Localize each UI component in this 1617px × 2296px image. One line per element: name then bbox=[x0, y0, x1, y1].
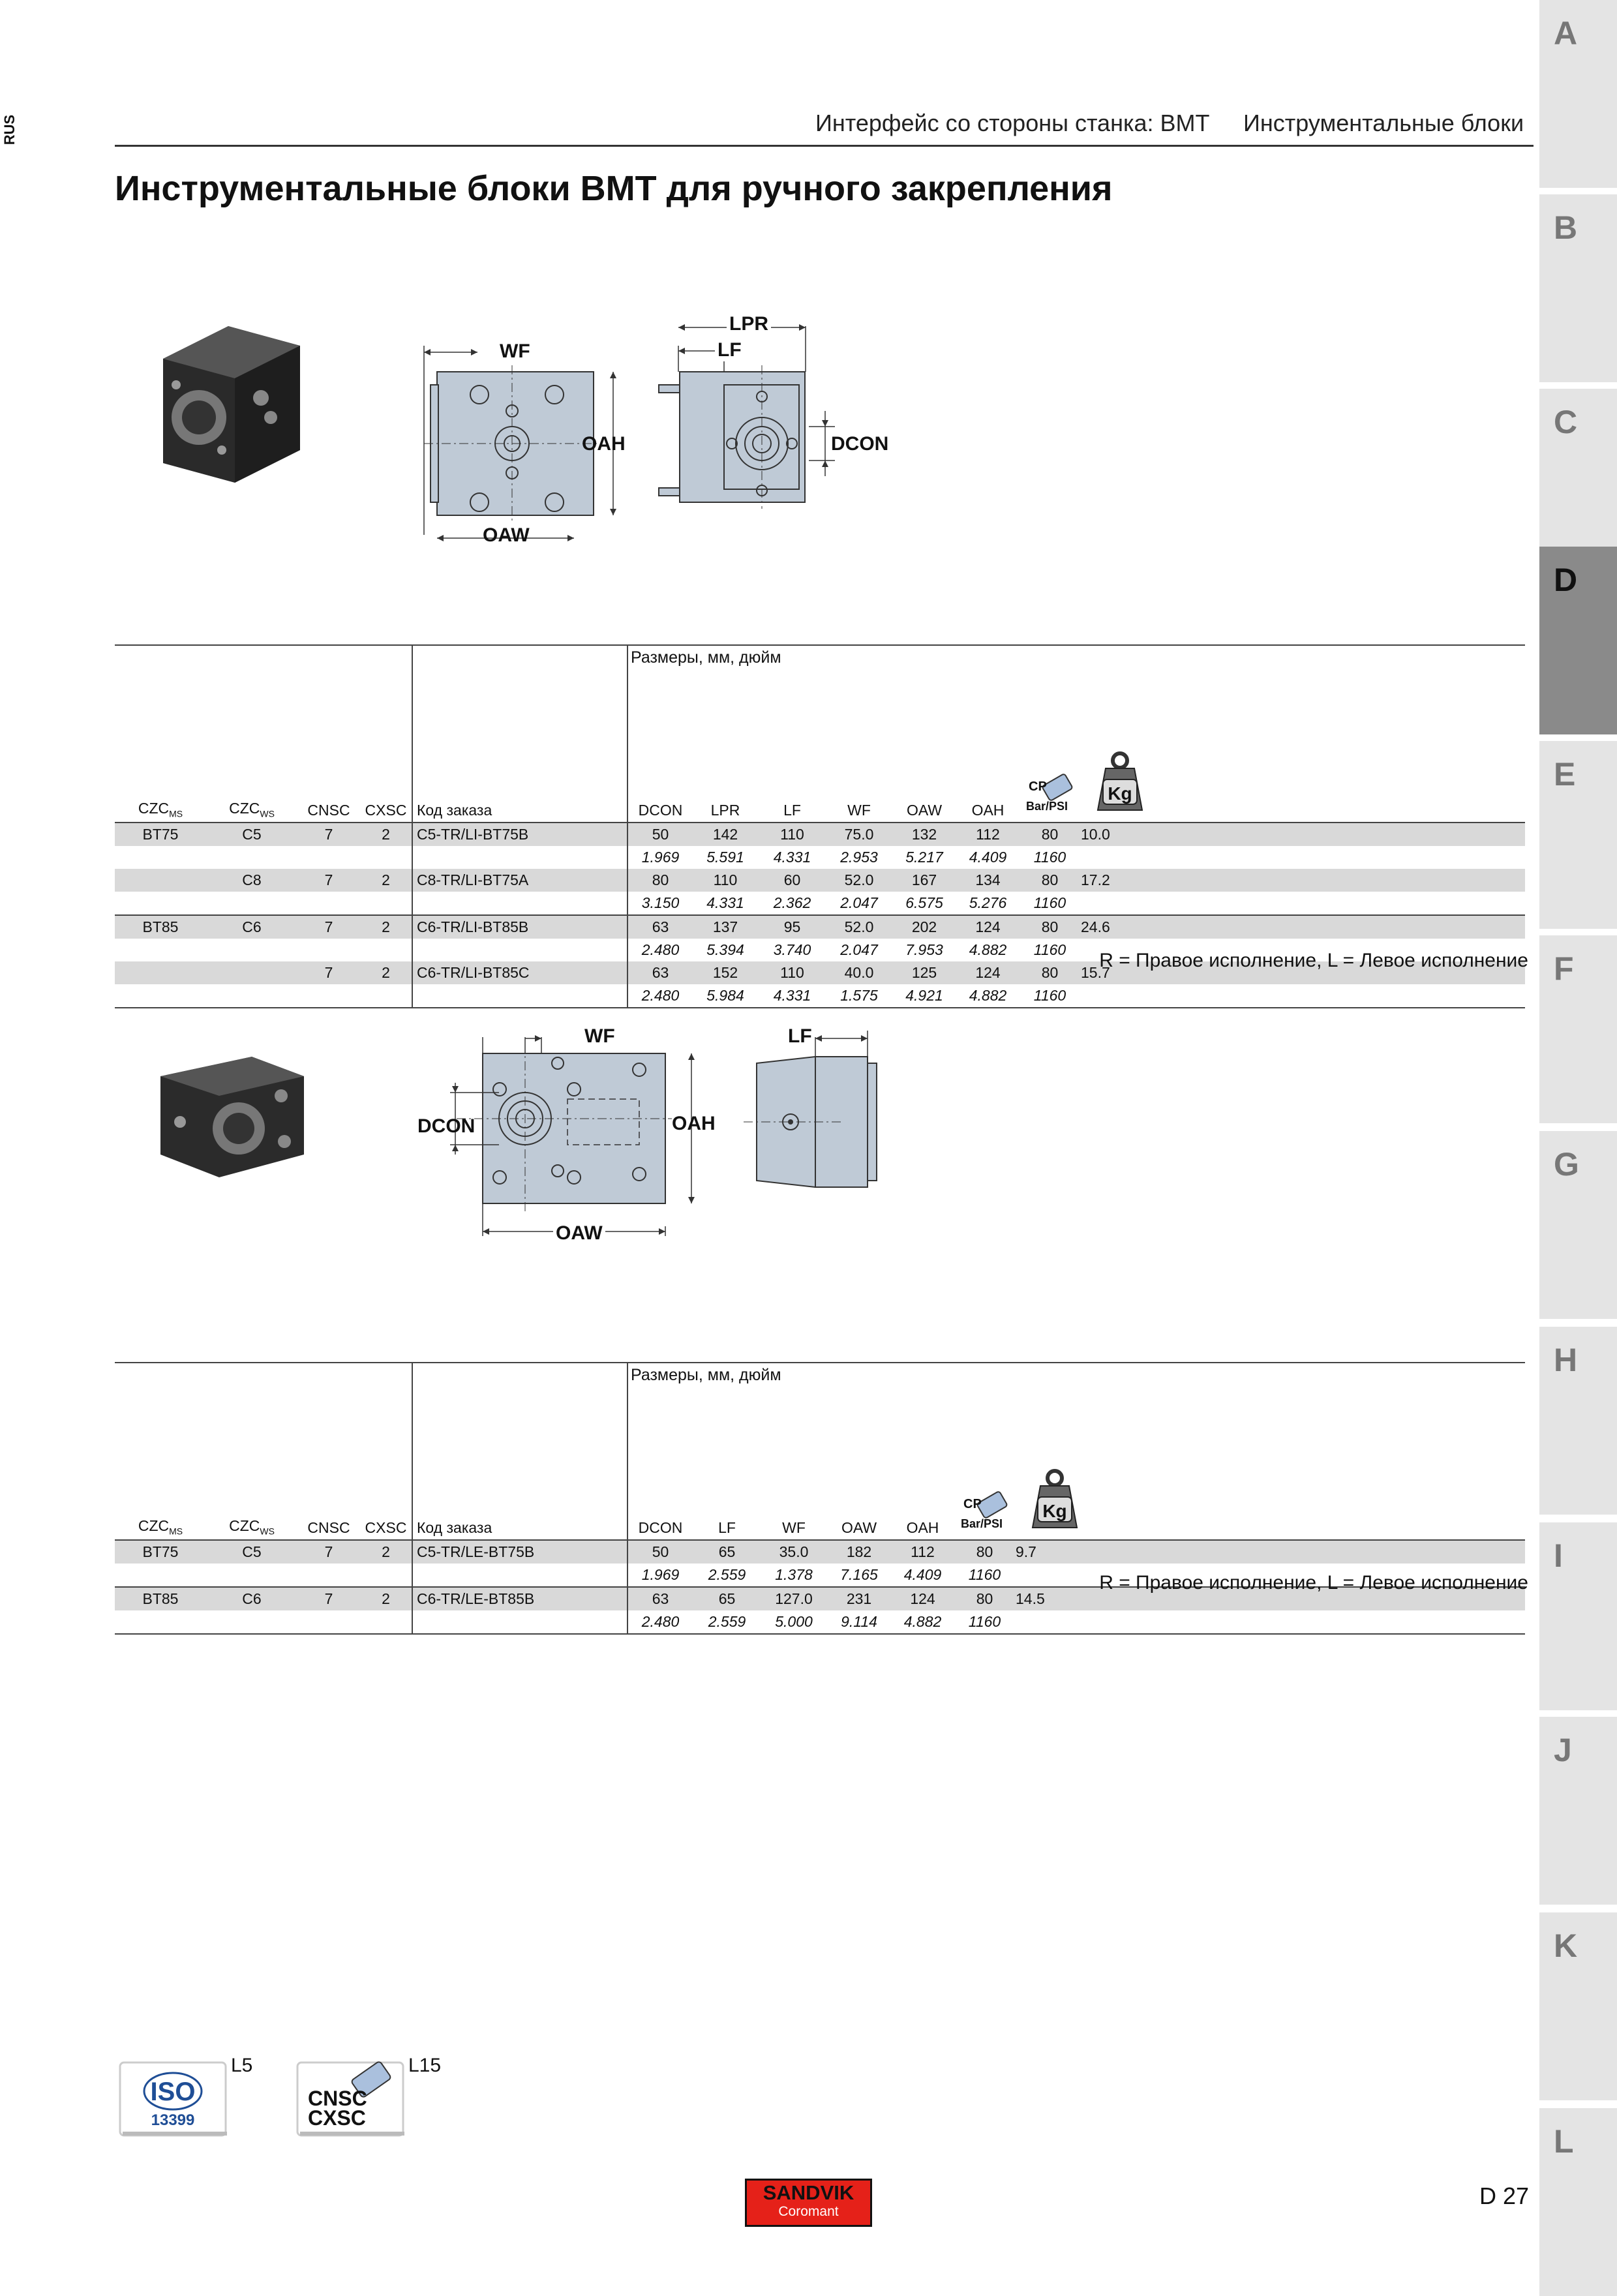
tab-l[interactable]: L bbox=[1539, 2108, 1617, 2296]
iso-ref: L5 bbox=[231, 2055, 253, 2076]
col-header-cnsc: CNSC bbox=[307, 1519, 350, 1536]
table-caption: Размеры, мм, дюйм bbox=[631, 648, 781, 667]
col-header: DCON bbox=[627, 750, 693, 823]
sandvik-coromant-logo: SANDVIK Coromant bbox=[745, 2179, 872, 2227]
product-photo-1 bbox=[163, 326, 300, 483]
col-header: DCON bbox=[627, 1468, 693, 1540]
col-header: LF bbox=[783, 802, 801, 819]
tab-d[interactable]: D bbox=[1539, 547, 1617, 734]
svg-text:ISO: ISO bbox=[151, 2077, 196, 2106]
cp-bar-psi-icon: CP Bar/PSI bbox=[1019, 750, 1081, 823]
cnsc-ref: L15 bbox=[408, 2055, 442, 2076]
col-header: OAH bbox=[971, 802, 1005, 819]
tab-f[interactable]: F bbox=[1539, 935, 1617, 1123]
col-header-cxsc: CXSC bbox=[365, 802, 407, 819]
svg-text:CNSC: CNSC bbox=[308, 2087, 367, 2110]
table-caption: Размеры, мм, дюйм bbox=[631, 1366, 781, 1384]
tab-k[interactable]: K bbox=[1539, 1912, 1617, 2100]
col-header-order-code: Код заказа bbox=[412, 750, 627, 823]
col-header-czc-ms: CZCMS bbox=[138, 1517, 183, 1537]
dim-label-lpr-1: LPR bbox=[727, 313, 771, 335]
svg-text:13399: 13399 bbox=[151, 2111, 195, 2129]
col-header-czc-ms: CZCMS bbox=[138, 800, 183, 819]
tab-i[interactable]: I bbox=[1539, 1522, 1617, 1710]
dim-label-wf-2: WF bbox=[584, 1025, 615, 1047]
tab-a[interactable]: A bbox=[1539, 0, 1617, 188]
col-header-order-code: Код заказа bbox=[412, 1468, 627, 1540]
col-header: WF bbox=[847, 802, 871, 819]
header-rule bbox=[115, 145, 1534, 147]
dim-label-dcon-1: DCON bbox=[831, 433, 889, 455]
svg-text:Kg: Kg bbox=[1042, 1501, 1066, 1521]
svg-text:CXSC: CXSC bbox=[308, 2106, 366, 2130]
col-header-cnsc: CNSC bbox=[307, 802, 350, 819]
col-header: WF bbox=[782, 1519, 806, 1536]
language-code: RUS bbox=[1, 114, 18, 145]
technical-drawing-side-2 bbox=[744, 1031, 877, 1188]
dim-label-wf-1: WF bbox=[500, 340, 530, 362]
col-header: LF bbox=[718, 1519, 736, 1536]
product-photo-2 bbox=[160, 1057, 304, 1177]
tab-b[interactable]: B bbox=[1539, 194, 1617, 382]
tab-h[interactable]: H bbox=[1539, 1327, 1617, 1515]
svg-text:Kg: Kg bbox=[1108, 783, 1132, 804]
page-number: D 27 bbox=[1479, 2183, 1530, 2209]
technical-drawing-front-2 bbox=[450, 1035, 695, 1236]
technical-drawing-side-1 bbox=[658, 324, 835, 509]
dim-label-oah-1: OAH bbox=[582, 433, 626, 455]
dim-label-dcon-2: DCON bbox=[417, 1115, 476, 1137]
dim-label-oaw-1: OAW bbox=[483, 524, 530, 546]
spec-table-1: Размеры, мм, дюйм CZCMS CZCWS CNSC CXSC … bbox=[115, 644, 1525, 1008]
tab-j[interactable]: J bbox=[1539, 1717, 1617, 1905]
svg-text:Bar/PSI: Bar/PSI bbox=[1026, 800, 1068, 813]
dim-label-lf-2: LF bbox=[785, 1025, 815, 1048]
col-header-cxsc: CXSC bbox=[365, 1519, 407, 1536]
dim-label-oaw-2: OAW bbox=[553, 1222, 605, 1245]
col-header: LPR bbox=[710, 802, 740, 819]
svg-text:CP: CP bbox=[963, 1497, 982, 1511]
svg-text:CP: CP bbox=[1029, 779, 1047, 794]
hand-note-1: R = Правое исполнение, L = Левое исполне… bbox=[1099, 950, 1528, 971]
tab-c[interactable]: C bbox=[1539, 389, 1617, 577]
hand-note-2: R = Правое исполнение, L = Левое исполне… bbox=[1099, 1572, 1528, 1594]
col-header: OAW bbox=[841, 1519, 877, 1536]
cp-bar-psi-icon: CP Bar/PSI bbox=[954, 1468, 1016, 1540]
cnsc-cxsc-icon[interactable]: CNSC CXSC bbox=[295, 2060, 406, 2138]
col-header-czc-ws: CZCWS bbox=[229, 1517, 275, 1537]
kg-weight-icon: Kg bbox=[1081, 750, 1525, 823]
dim-label-oah-2: OAH bbox=[672, 1113, 716, 1134]
kg-weight-icon: Kg bbox=[1016, 1468, 1525, 1540]
col-header-czc-ws: CZCWS bbox=[229, 800, 275, 819]
spec-table-2: Размеры, мм, дюйм CZCMS CZCWS CNSC CXSC … bbox=[115, 1362, 1525, 1635]
iso-13399-icon[interactable]: ISO 13399 bbox=[117, 2060, 228, 2138]
tab-e[interactable]: E bbox=[1539, 741, 1617, 929]
header-section: Интерфейс со стороны станка: BMT bbox=[815, 110, 1210, 136]
dim-label-lf-1: LF bbox=[715, 339, 744, 361]
tab-g[interactable]: G bbox=[1539, 1131, 1617, 1319]
technical-drawing-front-1 bbox=[423, 346, 616, 541]
svg-text:Bar/PSI: Bar/PSI bbox=[961, 1517, 1003, 1530]
col-header: OAH bbox=[906, 1519, 939, 1536]
header-chapter: Инструментальные блоки bbox=[1243, 110, 1524, 136]
page-title: Инструментальные блоки BMT для ручного з… bbox=[115, 169, 1113, 208]
col-header: OAW bbox=[906, 802, 943, 819]
